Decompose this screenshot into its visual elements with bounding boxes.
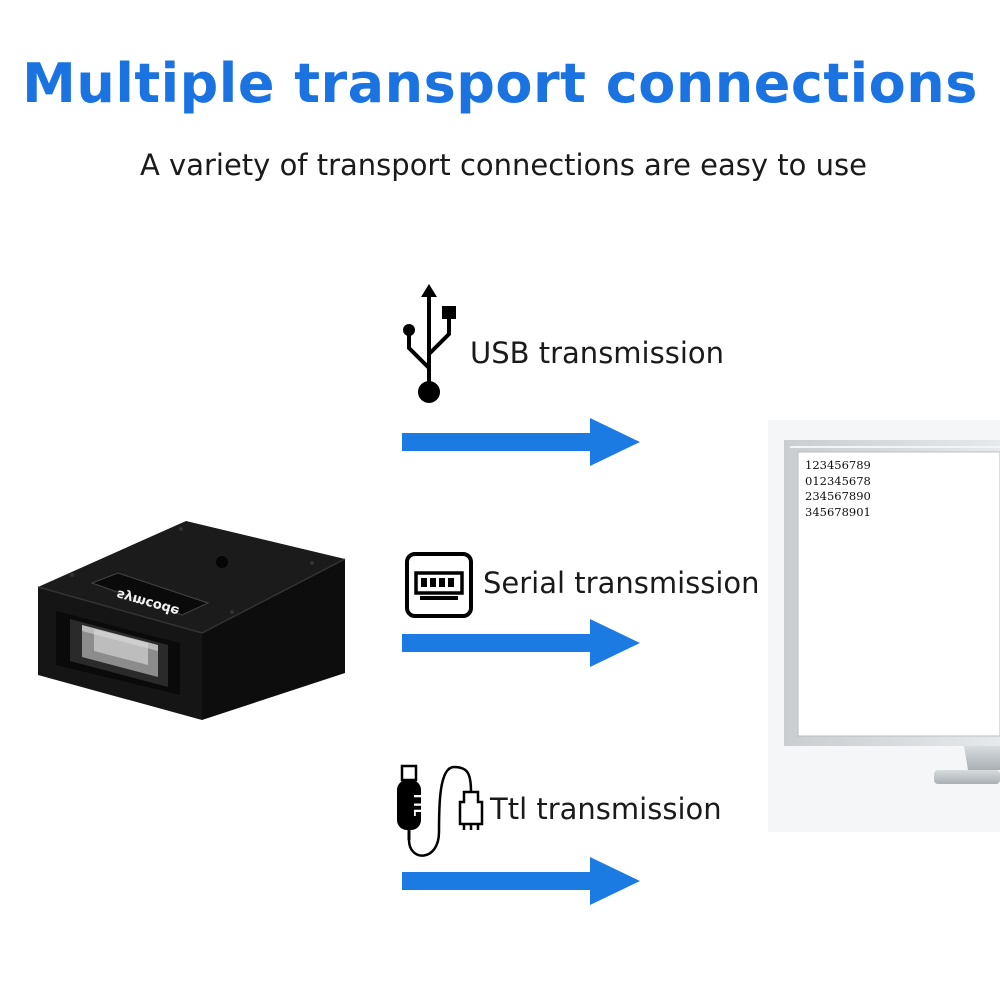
screen-line: 012345678 — [805, 473, 871, 488]
serial-transmission-label: Serial transmission — [483, 566, 760, 600]
page-title: Multiple transport connections — [22, 52, 978, 115]
screen-line: 234567890 — [805, 489, 871, 503]
usb-arrow-icon — [402, 418, 640, 466]
page-subtitle: A variety of transport connections are e… — [140, 148, 867, 182]
serial-arrow-icon — [402, 619, 640, 667]
screen-line: 345678901 — [805, 504, 871, 519]
screen-line: 123456789 — [805, 458, 871, 472]
computer-monitor-image — [768, 420, 1000, 832]
usb-icon — [403, 284, 456, 403]
ttl-transmission-label: Ttl transmission — [490, 792, 722, 826]
svg-text:TTL: TTL — [411, 792, 425, 817]
usb-transmission-label: USB transmission — [470, 336, 725, 370]
ttl-arrow-icon — [402, 857, 640, 905]
ttl-cable-icon: TTL — [397, 764, 484, 857]
monitor-screen-text: 123456789 012345678 234567890 345678901 — [805, 458, 871, 520]
barcode-scanner-image: symcode — [37, 521, 346, 720]
serial-port-icon — [405, 552, 473, 618]
